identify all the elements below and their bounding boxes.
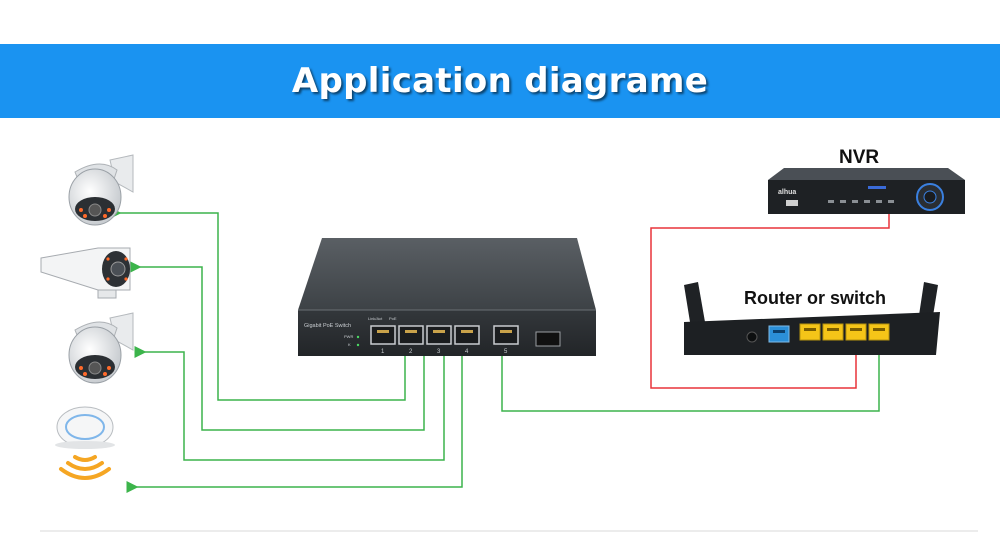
nvr-label: NVR [839, 147, 880, 168]
port-number-5: 5 [504, 349, 508, 355]
speed-dome-camera-1 [68, 154, 134, 226]
status-label-pwr: PWR [344, 334, 353, 339]
led-label-poe: PoE [389, 316, 397, 321]
rj45-ports [370, 325, 519, 345]
cable-port5-router [501, 345, 880, 412]
bullet-camera [40, 247, 131, 299]
cable-port3-camera3 [134, 345, 445, 461]
cable-port4-ap [126, 345, 463, 493]
port-number-2: 2 [409, 349, 413, 355]
port-number-1: 1 [381, 349, 385, 355]
nvr-device: alhua [768, 168, 965, 214]
cable-port2-camera2 [129, 261, 425, 431]
status-label-k: K [348, 342, 351, 347]
port-number-3: 3 [437, 349, 441, 355]
speed-dome-camera-2 [68, 312, 134, 384]
status-leds [356, 335, 360, 347]
router-device [684, 282, 940, 355]
port-number-4: 4 [465, 349, 469, 355]
router-label: Router or switch [744, 288, 887, 308]
led-label-linkact: Link/Act [368, 316, 383, 321]
sfp-port [535, 331, 561, 347]
cable-port1-camera1 [109, 207, 406, 401]
switch-name: Gigabit PoE Switch [304, 323, 351, 329]
poe-cables [109, 207, 880, 493]
poe-switch: Gigabit PoE Switch Link/Act PoE PWR K 1 … [298, 238, 596, 356]
cable-nvr-router [650, 212, 890, 389]
wifi-icon [59, 455, 111, 480]
title-banner: Application diagrame [0, 44, 1000, 118]
page-title: Application diagrame [291, 61, 709, 101]
nvr-brand: alhua [778, 189, 796, 196]
wireless-access-point [55, 406, 115, 480]
